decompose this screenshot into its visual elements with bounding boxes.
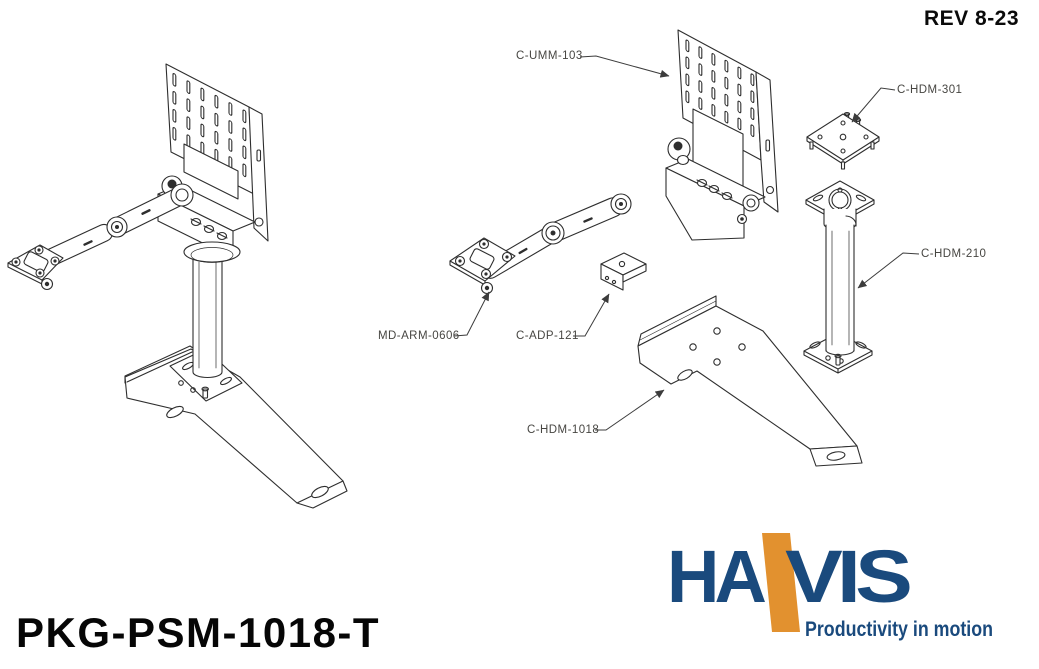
plate-slot-pattern [685, 39, 755, 137]
logo-wordmark-left: HA [667, 535, 765, 618]
emboss-mark [583, 217, 593, 223]
emboss-mark [518, 247, 528, 255]
callout-c-hdm-210: C-HDM-210 [921, 248, 987, 260]
emboss-mark [141, 209, 151, 215]
leader-lines [453, 55, 920, 431]
logo-orange-slash [762, 533, 800, 632]
revision-label: REV 8-23 [924, 7, 1020, 30]
logo-wordmark-right: VIS [785, 535, 910, 618]
callout-c-hdm-1018: C-HDM-1018 [527, 424, 600, 436]
product-title: PKG-PSM-1018-T [16, 609, 381, 656]
part-c-hdm-1018-drawing [637, 295, 863, 467]
callout-c-adp-121: C-ADP-121 [516, 330, 579, 342]
part-c-adp-121-drawing [600, 252, 647, 291]
part-c-umm-103-drawing [665, 29, 779, 241]
leader-c-hdm-1018 [595, 389, 665, 431]
mounting-knobs [190, 217, 228, 241]
mounting-knobs [696, 178, 733, 201]
leader-c-hdm-210 [857, 252, 920, 289]
part-md-arm-0606-drawing [449, 193, 632, 295]
leader-c-hdm-301 [851, 87, 896, 123]
callout-c-umm-103: C-UMM-103 [516, 50, 583, 62]
leader-c-umm-103 [579, 55, 670, 78]
callout-md-arm-0606: MD-ARM-0606 [378, 330, 460, 342]
part-c-hdm-210-drawing [803, 180, 875, 374]
logo-tagline: Productivity in motion [805, 617, 993, 641]
assembled-unit-drawing [7, 63, 348, 509]
havis-logo: HA VIS Productivity in motion [667, 533, 993, 641]
part-c-hdm-301-drawing [806, 111, 880, 170]
leader-c-adp-121 [573, 293, 610, 337]
leader-md-arm-0606 [453, 291, 490, 337]
emboss-mark [83, 240, 93, 246]
callout-c-hdm-301: C-HDM-301 [897, 84, 963, 96]
